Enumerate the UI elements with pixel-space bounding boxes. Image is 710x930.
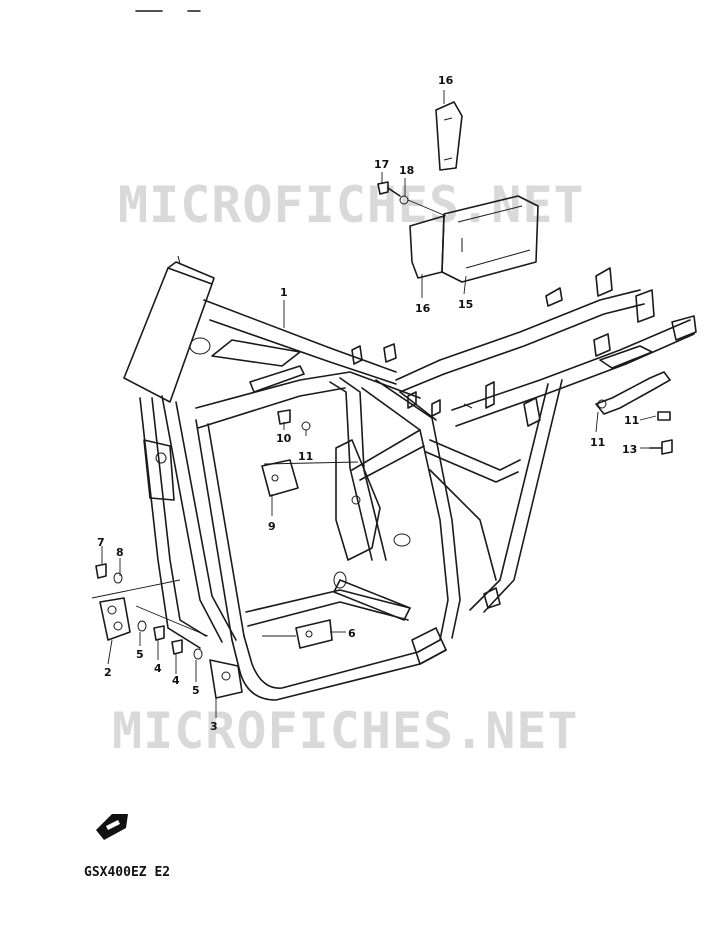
part-6-bracket [295, 619, 333, 649]
part-2-bracket [99, 597, 131, 641]
part-9-bracket [261, 459, 299, 497]
part-5-washer-right [193, 648, 203, 660]
callout-4-right: 4 [172, 674, 180, 687]
part-3-bracket [209, 659, 243, 699]
front-direction-arrow-icon [96, 814, 128, 840]
part-8-nut [113, 572, 123, 584]
callout-5-right: 5 [192, 684, 200, 697]
callout-15: 15 [458, 298, 473, 311]
callout-19: 18 [399, 164, 414, 177]
callout-1: 1 [280, 286, 288, 299]
motorcycle-frame [123, 255, 697, 701]
part-18-bolt [377, 181, 401, 197]
callout-9: 9 [268, 520, 276, 533]
callout-11-left: 11 [298, 450, 313, 463]
part-11-washer-right [657, 411, 671, 421]
callout-2: 2 [104, 666, 112, 679]
callout-12: 11 [590, 436, 605, 449]
leader-lines [91, 90, 657, 718]
part-5-washer-left [137, 620, 147, 632]
callout-17: 16 [438, 74, 454, 87]
watermark-top: MICROFICHES.NET [118, 176, 585, 234]
callout-18: 17 [374, 158, 389, 171]
part-4-bolt-left [153, 625, 165, 641]
part-4-bolt-right [171, 639, 183, 655]
model-code: GSX400EZ E2 [84, 865, 170, 880]
part-7-bolt [95, 563, 107, 579]
part-16-cover [409, 215, 445, 279]
watermark-bottom: MICROFICHES.NET [112, 702, 579, 760]
callout-labels: 16 17 18 16 15 1 11 11 13 10 11 9 6 7 8 … [97, 74, 639, 733]
callout-8: 8 [116, 546, 124, 559]
callout-13: 13 [622, 443, 637, 456]
callout-16: 16 [415, 302, 431, 315]
callout-7: 7 [97, 536, 105, 549]
part-17-strap [435, 101, 463, 171]
callout-3: 3 [210, 720, 218, 733]
part-12-bar [595, 371, 671, 415]
callout-11-right: 11 [624, 414, 639, 427]
part-13-bolt [649, 439, 673, 455]
part-10-bolt [277, 409, 291, 425]
callout-5-left: 5 [136, 648, 144, 661]
callout-4-left: 4 [154, 662, 162, 675]
part-11-washer-left [301, 421, 311, 431]
callout-10: 10 [276, 432, 292, 445]
callout-6: 6 [348, 627, 356, 640]
